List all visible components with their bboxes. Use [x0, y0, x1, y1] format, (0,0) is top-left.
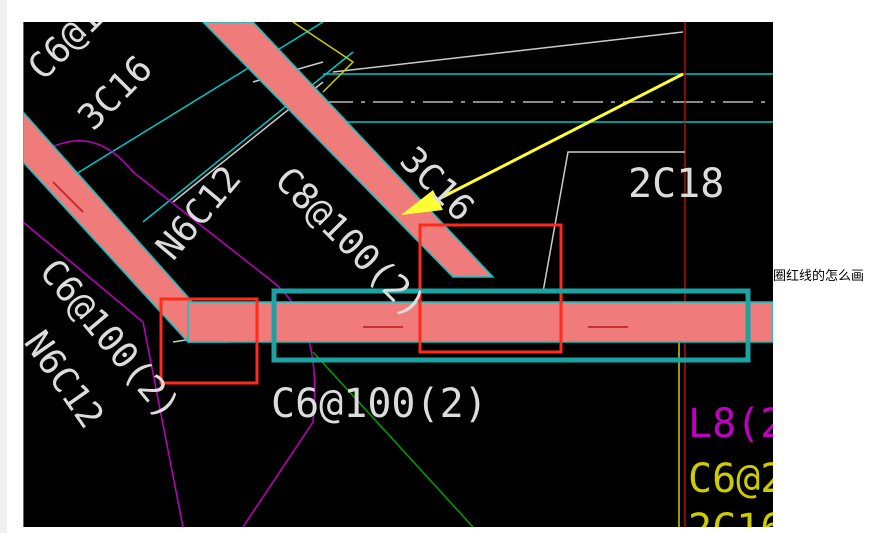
cad-drawing-image: 3C16 C6@100(2) 3C16 C8@100(2) N6C12 2C18…	[23, 22, 773, 527]
beam-centerline	[52, 181, 628, 328]
cad-label-top-right-rebar: 2C18	[628, 161, 724, 207]
cad-label-top-left-rebar: 3C16	[70, 48, 160, 138]
page-left-strip	[0, 0, 7, 533]
cad-label-right-beam: L8(2	[688, 401, 773, 447]
yellow-arrow-icon	[401, 72, 684, 215]
cad-label-right-stirrup: C6@2	[688, 456, 773, 502]
red-annotation-box-left	[159, 297, 259, 385]
teal-annotation-box	[271, 288, 751, 363]
cad-label-right-rebar: 2C16	[688, 506, 773, 527]
beam-shapes	[23, 22, 773, 343]
question-caption: 圈红线的怎么画	[773, 269, 865, 284]
horizontal-beam	[187, 301, 773, 343]
center-diagonal-beam	[201, 22, 495, 278]
cad-label-bottom-stirrup: C6@100(2)	[271, 381, 488, 427]
